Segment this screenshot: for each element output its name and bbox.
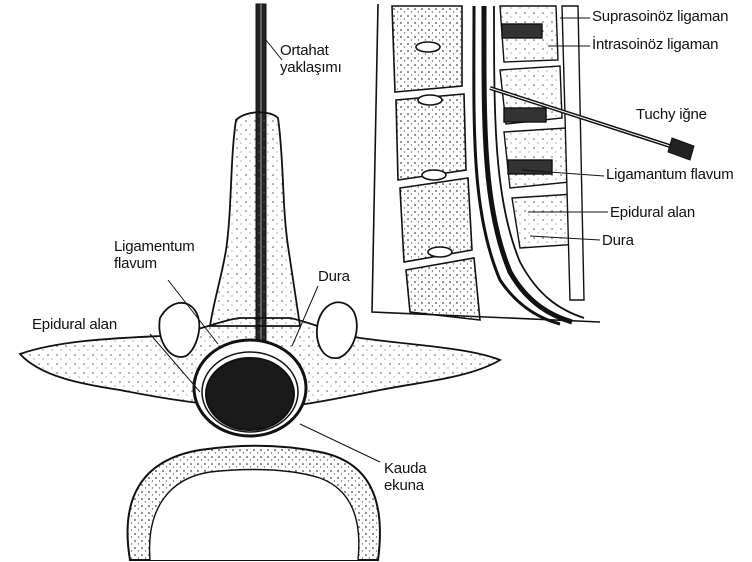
label-dura-inset: Dura <box>602 232 634 249</box>
label-interspinous: İntrasoinöz ligaman <box>592 36 718 53</box>
spinous-process <box>210 112 300 326</box>
label-epidural-inset: Epidural alan <box>610 204 695 221</box>
vertebral-bodies <box>392 6 480 320</box>
dural-sac <box>206 358 294 430</box>
label-supraspinous: Suprasoinöz ligaman <box>592 8 728 25</box>
label-cauda-equina: Kauda ekuna <box>384 460 426 494</box>
label-ligamentum-flavum: Ligamentum flavum <box>114 238 195 272</box>
label-tuohy-needle: Tuchy iğne <box>636 106 707 123</box>
label-epidural: Epidural alan <box>32 316 117 333</box>
label-ligamentum-flavum-inset: Ligamantum flavum <box>606 166 734 183</box>
posterior-elements <box>500 6 584 300</box>
label-dura: Dura <box>318 268 350 285</box>
label-midline-approach: Ortahat yaklaşımı <box>280 42 342 76</box>
